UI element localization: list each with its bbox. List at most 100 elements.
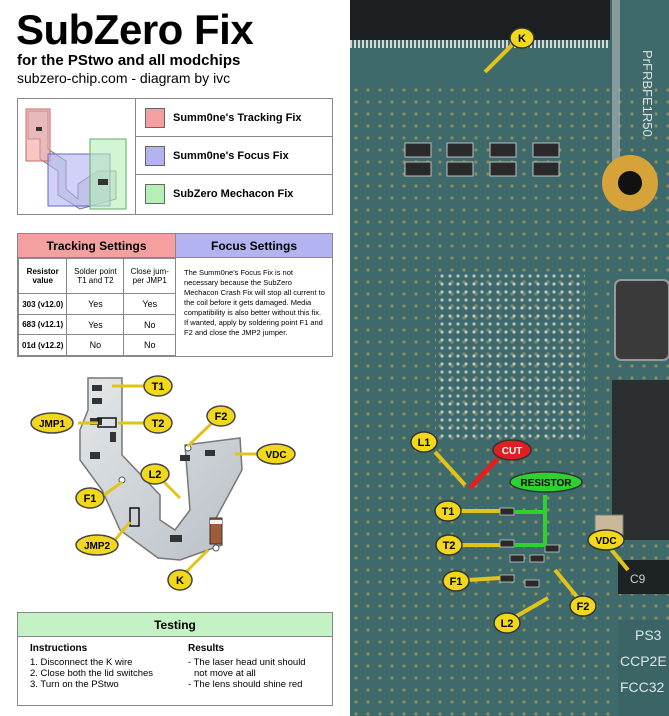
corner-text: FCC32 [620,679,665,695]
table-row: 303 (v12.0) Yes Yes [17,293,176,315]
testing-panel: Testing Instructions 1. Disconnect the K… [17,612,333,706]
legend-item-mechacon: SubZero Mechacon Fix [135,175,332,213]
photo-label-f1: F1 [442,570,470,592]
focus-text-main: The Summ0ne's Focus Fix is not necessary… [184,268,325,317]
column-header: Close jum-per JMP1 [123,257,176,295]
photo-arrows [433,43,630,622]
photo-label-f2: F2 [569,595,597,617]
label-text: L2 [501,618,514,630]
tracking-heading: Tracking Settings [18,234,176,258]
settings-panel: Tracking Settings Focus Settings Resisto… [17,233,333,357]
legend-swatch-tracking [145,107,165,128]
label-text: T2 [443,540,456,552]
chip-pins-right [612,0,620,200]
photo-label-resistor: RESISTOR [509,471,583,493]
label-text: F1 [84,493,97,505]
solder-cell: Yes [66,313,125,336]
legend-swatch-focus [145,145,165,166]
label-bubble [493,612,521,634]
results-title: Results [188,643,225,654]
label-vdc: VDC [256,443,296,465]
photo-label-t1: T1 [434,500,462,522]
label-l2: L2 [140,463,170,485]
pad [212,544,220,552]
pcb-photo: PrFRBFE1R50 C9 PS3 CCP2E FCC32 [350,0,669,716]
label-text: L2 [149,469,162,481]
tracking-table: Resistor value Solder point T1 and T2 Cl… [17,257,176,356]
component [90,452,100,459]
mounting-hole-center [618,171,642,195]
solder-cell: Yes [66,293,125,315]
focus-description: The Summ0ne's Focus Fix is not necessary… [184,268,328,338]
diode [209,517,223,545]
legend-label: Summ0ne's Focus Fix [173,149,289,162]
label-text: K [518,33,526,45]
table-row: 683 (v12.1) Yes No [17,313,176,336]
focus-heading: Focus Settings [176,234,332,258]
legend-item-tracking: Summ0ne's Tracking Fix [135,99,332,137]
column-header: Solder point T1 and T2 [66,257,125,295]
corner-label-box [618,620,669,716]
label-text: T1 [152,381,165,393]
label-text: VDC [265,450,286,461]
label-f1: F1 [75,487,105,509]
resistor-arrows [515,495,547,547]
diode-band [210,520,222,524]
label-bubble [509,27,535,49]
instruction-line: 3. Turn on the PStwo [30,679,119,690]
label-k: K [167,569,193,591]
table-header-row: Resistor value Solder point T1 and T2 Cl… [17,257,176,295]
resistor-value: 683 (v12.1) [17,313,68,336]
label-bubble [509,471,583,493]
label-bubble [587,529,625,551]
label-bubble [75,534,119,556]
label-bubble [30,412,74,434]
result-line: - The lens should shine red [188,679,303,690]
component [92,398,102,404]
label-text: K [176,575,184,587]
jmp2-pad [129,507,140,527]
label-text: JMP1 [39,419,66,430]
page-title: SubZero Fix [16,6,254,53]
chip-right [612,380,669,540]
photo-label-l1: L1 [410,431,438,453]
corner-text: CCP2E [620,653,667,669]
legend-label: SubZero Mechacon Fix [173,188,294,200]
label-text: JMP2 [84,541,111,552]
bga-field [435,270,585,440]
legend-box: Summ0ne's Tracking Fix Summ0ne's Focus F… [17,98,333,215]
label-text: L1 [418,437,431,449]
photo-label-cut: CUT [492,439,532,461]
component [92,385,102,391]
corner-text: PS3 [635,627,662,643]
label-bubble [569,595,597,617]
label-text: CUT [502,446,523,457]
small-components [499,507,560,588]
result-line: - The laser head unit should [188,657,306,668]
testing-heading: Testing [18,613,332,637]
credit-line: subzero-chip.com - diagram by ivc [17,70,231,86]
label-text: VDC [595,536,616,547]
jumper-cell: No [123,313,176,336]
cut-arrow [468,456,500,490]
label-jmp1: JMP1 [30,412,74,434]
photo-label-t2: T2 [435,534,463,556]
label-bubble [206,405,236,427]
instructions-title: Instructions [30,643,88,654]
column-header: Resistor value [17,257,68,295]
inductor [614,279,669,361]
component [205,450,215,456]
component [110,432,116,442]
label-text: F1 [450,576,463,588]
result-line: not move at all [194,668,256,679]
board-thumbnail [25,99,136,214]
jumper-cell: Yes [123,293,176,315]
label-bubble [143,375,173,397]
label-bubble [410,431,438,453]
label-text: T1 [442,506,455,518]
legend-swatch-mechacon [145,184,165,204]
focus-text-apply: If wanted, apply by soldering point F1 a… [184,318,323,337]
chip-marking: PrFRBFE1R50 [640,50,655,137]
jumper-cell: No [123,334,176,356]
resistor-value: 01d (v12.2) [17,334,68,356]
